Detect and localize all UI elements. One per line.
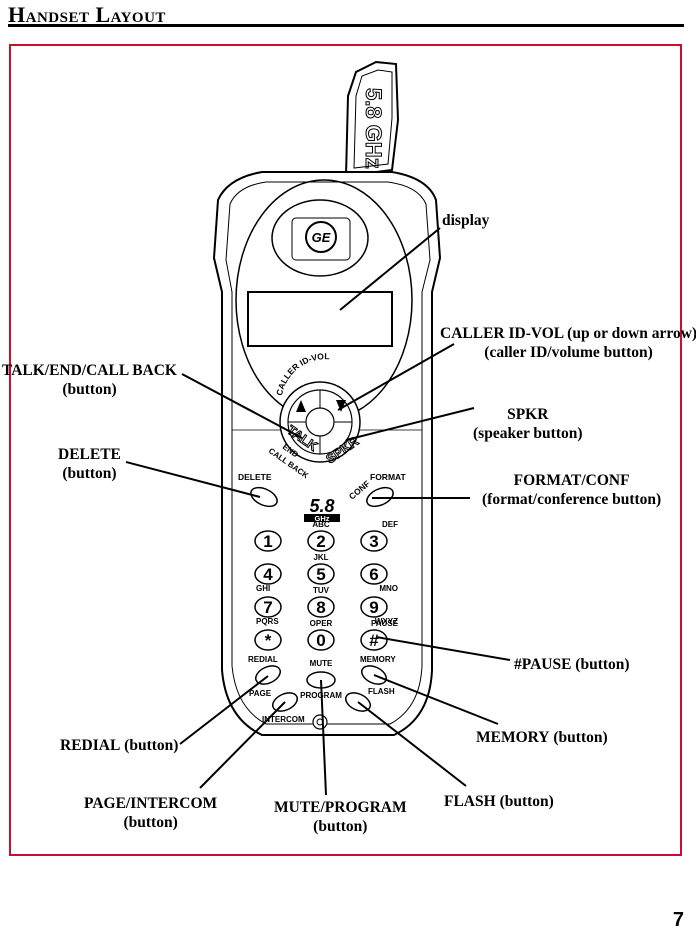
callout-memory: MEMORY (button): [476, 729, 608, 746]
key-digit: 2: [316, 532, 325, 551]
memory-label: MEMORY: [360, 655, 396, 664]
leader-flash: [357, 701, 467, 787]
key-cap[interactable]: [254, 629, 282, 651]
callout-redial: REDIAL (button): [60, 737, 179, 754]
key-letters: GHI: [256, 584, 270, 593]
logo-text: GE: [312, 230, 331, 245]
callout-display: display: [442, 212, 490, 229]
redial-label: REDIAL: [248, 655, 278, 664]
key-cap[interactable]: [307, 530, 335, 552]
leader-redial: [179, 675, 269, 745]
key-letters: JKL: [313, 553, 328, 562]
mute-label: MUTE: [310, 659, 333, 668]
key-letters: MNO: [379, 584, 398, 593]
callout-page-intercom: PAGE/INTERCOM (button): [84, 795, 218, 831]
title-rule: [8, 24, 684, 27]
key-2[interactable]: 2 ABC: [307, 520, 335, 552]
key-letters: WXYZ: [375, 617, 398, 626]
key-cap[interactable]: [307, 596, 335, 618]
page-title: Handset Layout: [8, 2, 166, 27]
leader-display: [339, 227, 441, 311]
key-digit: *: [265, 631, 272, 650]
key-3[interactable]: 3 DEF: [360, 520, 398, 552]
antenna-text: 5.8 GHz: [361, 88, 386, 169]
key-pound[interactable]: # PAUSE: [360, 619, 399, 651]
callout-caller-id-vol: CALLER ID-VOL (up or down arrow) (caller…: [440, 325, 696, 361]
leader-caller-id: [337, 343, 455, 411]
page-label: PAGE: [249, 689, 272, 698]
key-star[interactable]: *: [254, 629, 282, 651]
key-cap[interactable]: [360, 629, 388, 651]
key-5[interactable]: 5 JKL: [307, 553, 335, 585]
page-number: 7: [672, 909, 684, 931]
callout-format-conf: FORMAT/CONF (format/conference button): [482, 472, 662, 508]
leader-mute: [320, 679, 327, 796]
microphone-icon: [312, 714, 328, 730]
key-digit: 0: [316, 631, 325, 650]
freq-main: 5.8: [309, 496, 334, 516]
leader-page: [199, 701, 286, 789]
delete-label: DELETE: [238, 472, 272, 482]
key-cap[interactable]: [254, 530, 282, 552]
key-digit: 5: [316, 565, 325, 584]
key-digit: 7: [263, 598, 272, 617]
antenna: 5.8 GHz: [344, 60, 400, 178]
diagram-frame: [9, 44, 682, 856]
callout-delete: DELETE (button): [58, 446, 121, 482]
leader-pause: [375, 636, 511, 661]
callout-pause: #PAUSE (button): [514, 656, 630, 673]
format-label: FORMAT: [370, 472, 407, 482]
freq-badge-bar: [304, 514, 340, 522]
key-letters: ABC: [312, 520, 330, 529]
key-cap[interactable]: [360, 530, 388, 552]
key-letters: PQRS: [256, 617, 279, 626]
key-0[interactable]: 0 OPER: [307, 619, 335, 651]
leader-memory: [373, 674, 499, 725]
key-cap[interactable]: [254, 563, 282, 585]
callout-spkr: SPKR (speaker button): [473, 406, 583, 442]
key-cap[interactable]: [360, 563, 388, 585]
delete-button[interactable]: [248, 484, 280, 510]
callout-flash: FLASH (button): [444, 793, 554, 810]
key-digit: 6: [369, 565, 378, 584]
key-cap[interactable]: [254, 596, 282, 618]
leader-talk: [181, 373, 303, 439]
volume-up-arrow-icon[interactable]: [296, 400, 306, 412]
callout-talk-end-callback: TALK/END/CALL BACK (button): [2, 362, 177, 398]
display-screen: [247, 291, 393, 347]
key-digit: 3: [369, 532, 378, 551]
volume-down-arrow-icon[interactable]: [336, 400, 346, 412]
key-8[interactable]: 8 TUV: [307, 586, 335, 618]
key-letters: OPER: [310, 619, 333, 628]
leader-delete: [125, 461, 261, 498]
key-letters: DEF: [382, 520, 398, 529]
key-cap[interactable]: [360, 596, 388, 618]
leader-lines: [125, 227, 511, 796]
ge-logo-icon: [305, 221, 337, 253]
key-digit: 4: [263, 565, 273, 584]
key-digit: #: [369, 631, 379, 650]
key-digit: 8: [316, 598, 325, 617]
freq-unit: GHz: [315, 514, 330, 523]
flash-label: FLASH: [368, 687, 395, 696]
leader-spkr: [345, 407, 475, 441]
key-cap[interactable]: [307, 563, 335, 585]
intercom-label: INTERCOM: [262, 715, 305, 724]
key-letters: PAUSE: [371, 619, 399, 628]
key-cap[interactable]: [307, 629, 335, 651]
callout-mute-program: MUTE/PROGRAM (button): [274, 799, 407, 835]
key-1[interactable]: 1: [254, 530, 282, 552]
key-digit: 1: [263, 532, 272, 551]
key-letters: TUV: [313, 586, 330, 595]
key-digit: 9: [369, 598, 378, 617]
